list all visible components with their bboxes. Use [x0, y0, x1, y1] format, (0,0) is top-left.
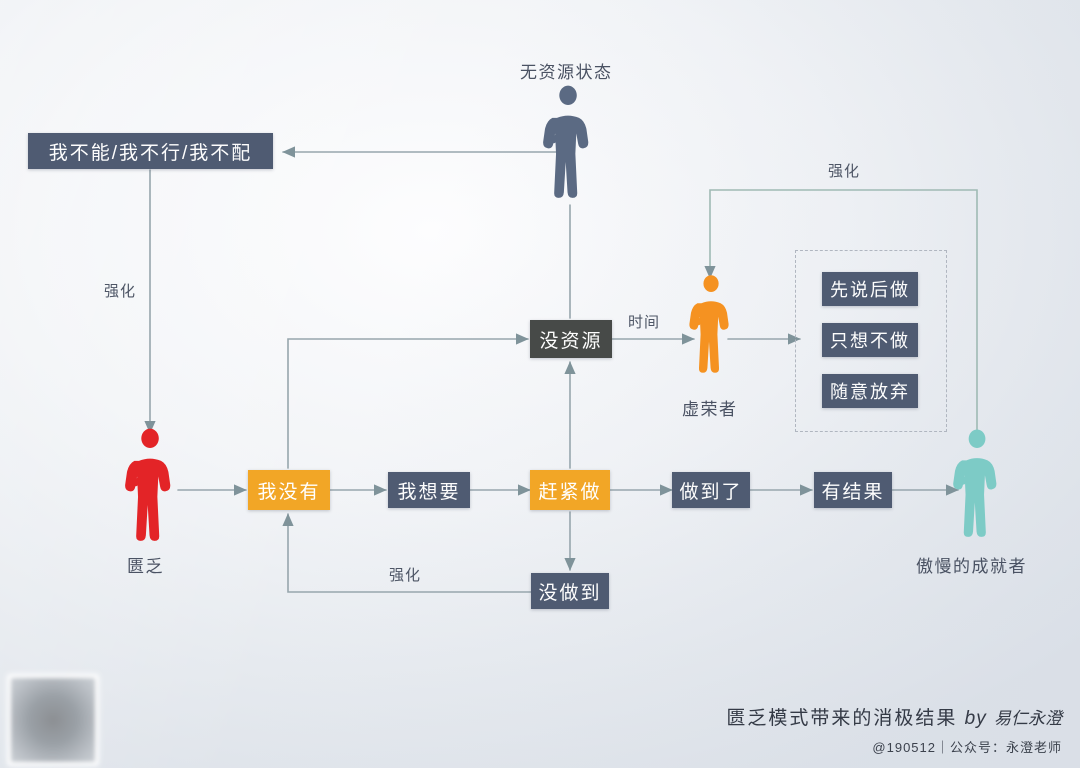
person-scarcity-icon: [125, 428, 171, 541]
node-not-done[interactable]: 没做到: [531, 573, 609, 609]
node-did-it[interactable]: 做到了: [672, 472, 750, 508]
link-notdone-to-idonthave: [282, 513, 533, 593]
signature-block: 匮乏模式带来的消极结果 by 易仁永澄 @190512｜公众号：永澄老师: [726, 703, 1062, 756]
link-idonthave-to-noresource: [287, 333, 529, 469]
link-achiever-to-vain-reinforce: [704, 189, 978, 441]
signature-handle: @190512｜公众号：永澄老师: [872, 740, 1062, 755]
signature-line: 匮乏模式带来的消极结果 by 易仁永澄: [726, 703, 1062, 730]
node-i-dont-have[interactable]: 我没有: [248, 470, 330, 510]
person-vain-icon: [689, 275, 729, 373]
node-give-up[interactable]: 随意放弃: [822, 374, 918, 408]
edge-label-reinforce-left: 强化: [104, 283, 137, 300]
signature-main-text: 匮乏模式带来的消极结果: [726, 708, 958, 729]
edge-label-reinforce-right: 强化: [828, 163, 861, 180]
label-arrogant-achiever: 傲慢的成就者: [916, 557, 1027, 576]
node-hurry-do[interactable]: 赶紧做: [530, 470, 610, 510]
node-no-resource[interactable]: 没资源: [530, 320, 612, 358]
signature-by-text: by: [964, 708, 987, 729]
node-only-think[interactable]: 只想不做: [822, 323, 918, 357]
label-vain: 虚荣者: [682, 400, 738, 419]
node-talk-first[interactable]: 先说后做: [822, 272, 918, 306]
label-scarcity: 匮乏: [127, 557, 164, 576]
signature-author-text: 易仁永澄: [994, 709, 1062, 728]
qr-code-watermark: [8, 675, 98, 765]
person-no-resource-state-icon: [543, 85, 589, 198]
node-has-result[interactable]: 有结果: [814, 472, 892, 508]
node-i-want[interactable]: 我想要: [388, 472, 470, 508]
label-no-resource-state: 无资源状态: [520, 63, 613, 82]
edge-label-reinforce-bottom: 强化: [389, 567, 422, 584]
edge-label-time: 时间: [628, 314, 661, 331]
node-negative-beliefs[interactable]: 我不能/我不行/我不配: [28, 133, 273, 169]
person-arrogant-achiever-icon: [953, 429, 997, 537]
